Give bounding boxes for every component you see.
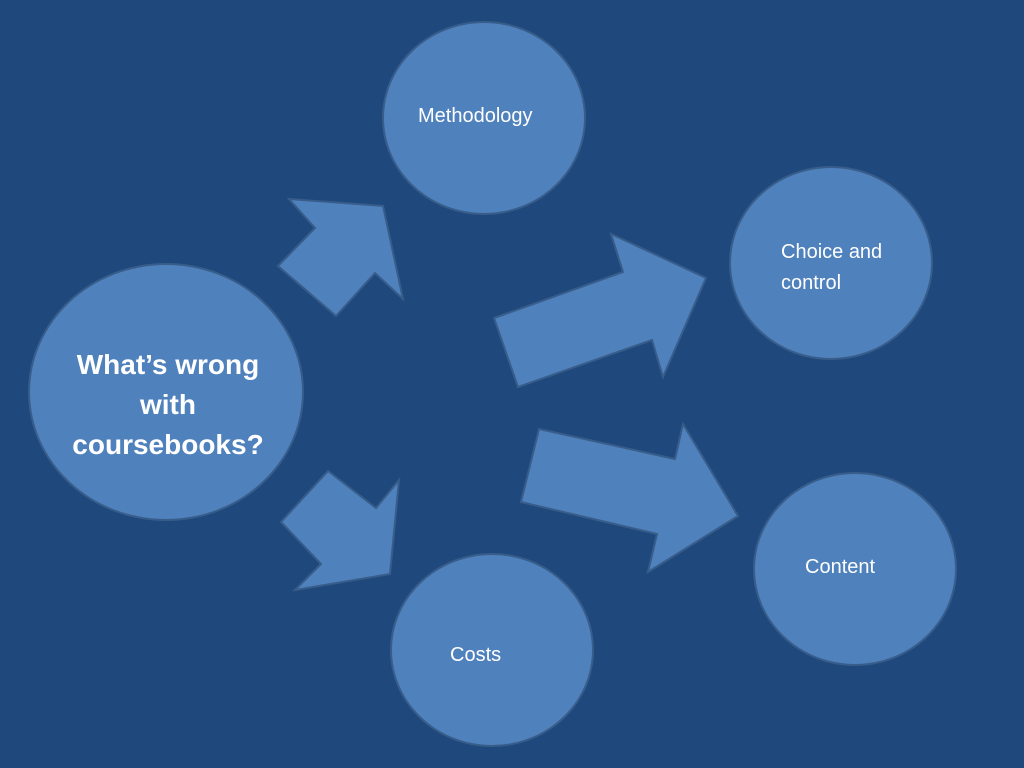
arrow-to-methodology (276, 197, 405, 318)
choice-label-line-1: Choice and (781, 241, 883, 263)
center-node-label: What’s wrong with coursebooks? (30, 345, 306, 465)
center-label-line-3: coursebooks? (72, 429, 264, 460)
arrow-to-choice-and-control (492, 232, 708, 389)
node-costs-label: Costs (450, 644, 502, 666)
node-methodology-label: Methodology (418, 105, 533, 127)
node-choice-and-control: Choice and control (729, 166, 933, 360)
node-costs: Costs (390, 553, 594, 747)
center-label-line-1: What’s wrong (76, 349, 260, 380)
node-content: Content (753, 472, 957, 666)
center-node-whats-wrong-with-coursebooks: What’s wrong with coursebooks? (28, 263, 304, 521)
center-label-line-2: with (140, 389, 196, 420)
node-content-label: Content (805, 556, 876, 578)
choice-label-line-2: control (781, 272, 842, 294)
arrow-to-costs (279, 469, 401, 592)
arrow-to-content (519, 421, 740, 575)
node-methodology: Methodology (382, 21, 586, 215)
node-choice-and-control-label: Choice and control (781, 237, 882, 299)
